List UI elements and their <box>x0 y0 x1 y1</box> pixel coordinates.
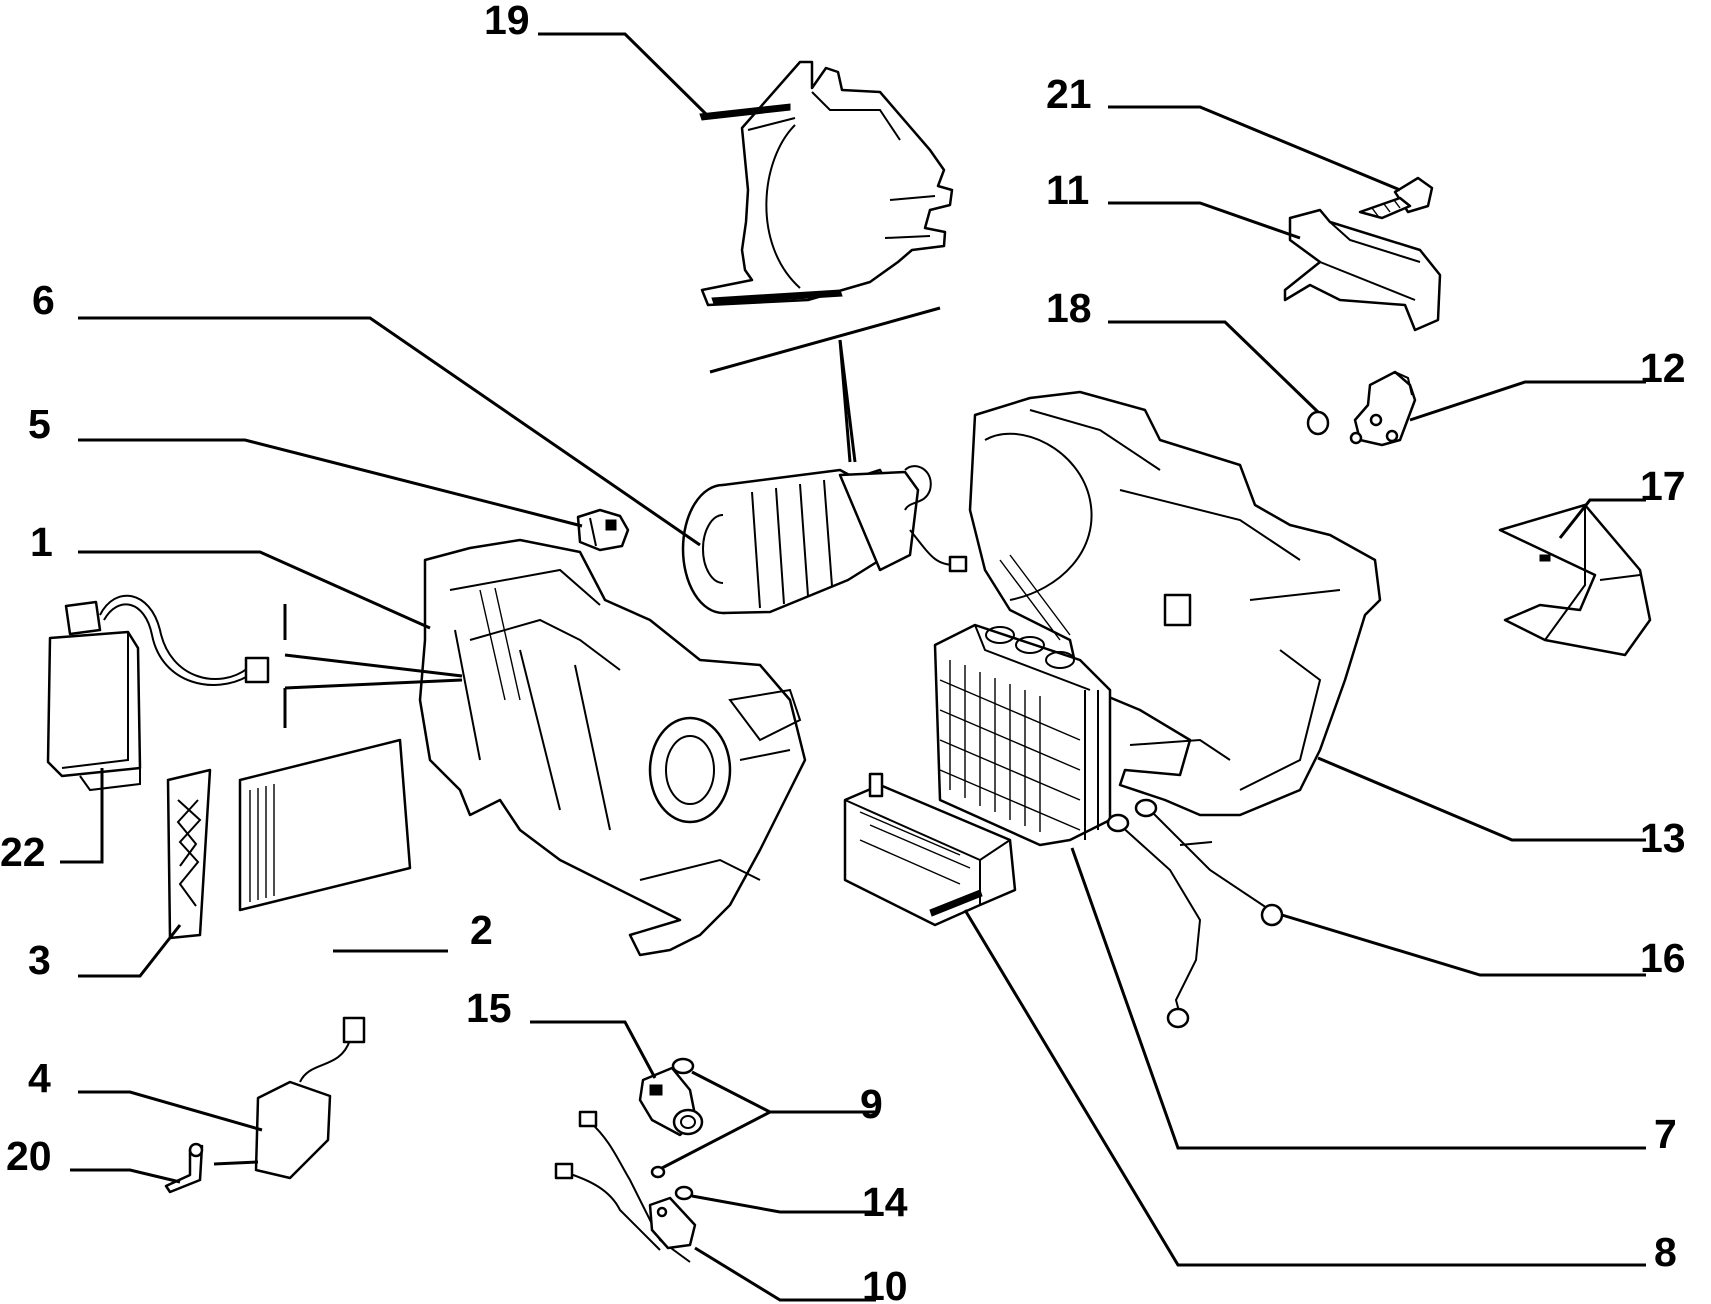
part-6-blower-motor <box>681 465 968 615</box>
callout-18: 18 <box>1046 285 1092 331</box>
callout-6: 6 <box>32 277 55 323</box>
callout-17: 17 <box>1640 463 1686 509</box>
part-18-washer <box>1306 410 1330 436</box>
part-11-bracket <box>1283 208 1442 332</box>
callout-11: 11 <box>1046 167 1089 213</box>
part-21-screw <box>1358 176 1434 220</box>
part-7-evaporator <box>933 623 1112 847</box>
callout-2: 2 <box>470 907 493 953</box>
part-5-resistor <box>576 508 630 552</box>
callout-20: 20 <box>6 1133 52 1179</box>
callout-9: 9 <box>860 1081 883 1127</box>
callout-15: 15 <box>466 985 512 1031</box>
callout-12: 12 <box>1640 345 1686 391</box>
part-12-actuator <box>1349 370 1417 447</box>
part-1-heater-box <box>418 538 807 957</box>
callout-22: 22 <box>0 829 46 875</box>
callout-4: 4 <box>28 1055 51 1101</box>
callout-14: 14 <box>862 1179 908 1225</box>
callout-13: 13 <box>1640 815 1686 861</box>
part-16-pipes <box>1106 798 1284 1029</box>
part-14-o-ring <box>674 1185 694 1201</box>
callout-3: 3 <box>28 937 51 983</box>
part-22-control-module <box>46 594 270 792</box>
callout-16: 16 <box>1640 935 1686 981</box>
callout-7: 7 <box>1654 1111 1677 1157</box>
part-20-clip <box>164 1142 204 1194</box>
part-8-heater-core <box>843 772 1017 927</box>
part-3-filter-frame <box>166 768 212 940</box>
part-4-sensor <box>254 1016 366 1180</box>
callout-1: 1 <box>30 519 53 565</box>
part-9-o-rings <box>650 1057 695 1179</box>
part-17-cover <box>1498 503 1652 657</box>
callout-21: 21 <box>1046 71 1092 117</box>
callout-10: 10 <box>862 1263 908 1304</box>
leader-lines <box>60 32 1646 1302</box>
part-19-blower-housing <box>699 60 954 307</box>
part-13-housing <box>968 390 1382 817</box>
callout-5: 5 <box>28 401 51 447</box>
part-10-pressure-switch <box>554 1110 697 1263</box>
callout-8: 8 <box>1654 1229 1677 1275</box>
callout-19: 19 <box>484 0 530 43</box>
part-2-pollen-filter <box>238 738 412 912</box>
part-15-expansion-valve <box>638 1066 704 1137</box>
